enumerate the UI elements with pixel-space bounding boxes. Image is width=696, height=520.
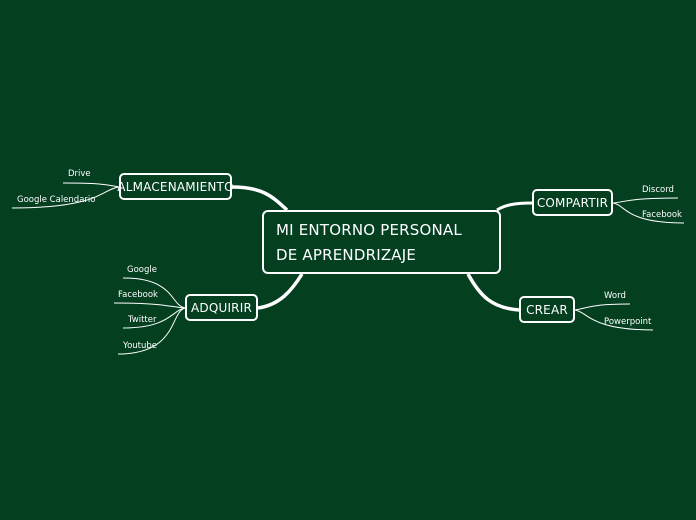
leaf-facebook[interactable]: Facebook <box>642 210 682 220</box>
leaf-twitter[interactable]: Twitter <box>128 315 157 325</box>
connector-leaf-google <box>122 277 186 309</box>
connector-leaf-google-calendario <box>11 186 120 209</box>
branch-almacenamiento[interactable]: ALMACENAMIENTO <box>117 173 234 200</box>
branch-crear-label: CREAR <box>526 302 568 317</box>
leaf-word[interactable]: Word <box>604 291 626 301</box>
connector-leaf-drive <box>62 182 120 188</box>
leaf-facebook[interactable]: Facebook <box>118 290 158 300</box>
connector-central-crear <box>466 273 520 312</box>
leaf-youtube[interactable]: Youtube <box>123 341 157 351</box>
leaf-google-calendario[interactable]: Google Calendario <box>17 195 96 205</box>
leaf-powerpoint[interactable]: Powerpoint <box>604 317 652 327</box>
branch-adquirir-label: ADQUIRIR <box>190 300 253 315</box>
branch-almacenamiento-label: ALMACENAMIENTO <box>117 179 234 194</box>
connector-leaf-facebook-a <box>113 302 186 309</box>
connector-leaf-facebook-c <box>612 202 685 224</box>
branch-adquirir[interactable]: ADQUIRIR <box>185 294 258 321</box>
connector-leaf-discord <box>612 197 679 204</box>
connector-leaf-twitter <box>122 307 186 329</box>
branch-compartir-label: COMPARTIR <box>536 195 609 210</box>
branch-compartir[interactable]: COMPARTIR <box>532 189 613 216</box>
connector-central-compartir <box>496 201 533 212</box>
branch-crear[interactable]: CREAR <box>519 296 575 323</box>
connector-leaf-youtube <box>117 307 186 355</box>
central-topic-label: MI ENTORNO PERSONAL DE APRENDRIZAJE <box>276 221 462 264</box>
connector-central-almacenamiento <box>231 185 289 212</box>
leaf-google[interactable]: Google <box>127 265 157 275</box>
leaf-discord[interactable]: Discord <box>642 185 674 195</box>
connector-central-adquirir <box>257 273 304 310</box>
connector-leaf-word <box>574 303 631 311</box>
connector-leaf-powerpoint <box>574 309 654 331</box>
leaf-drive[interactable]: Drive <box>68 169 91 179</box>
central-topic[interactable]: MI ENTORNO PERSONAL DE APRENDRIZAJE <box>262 210 501 274</box>
